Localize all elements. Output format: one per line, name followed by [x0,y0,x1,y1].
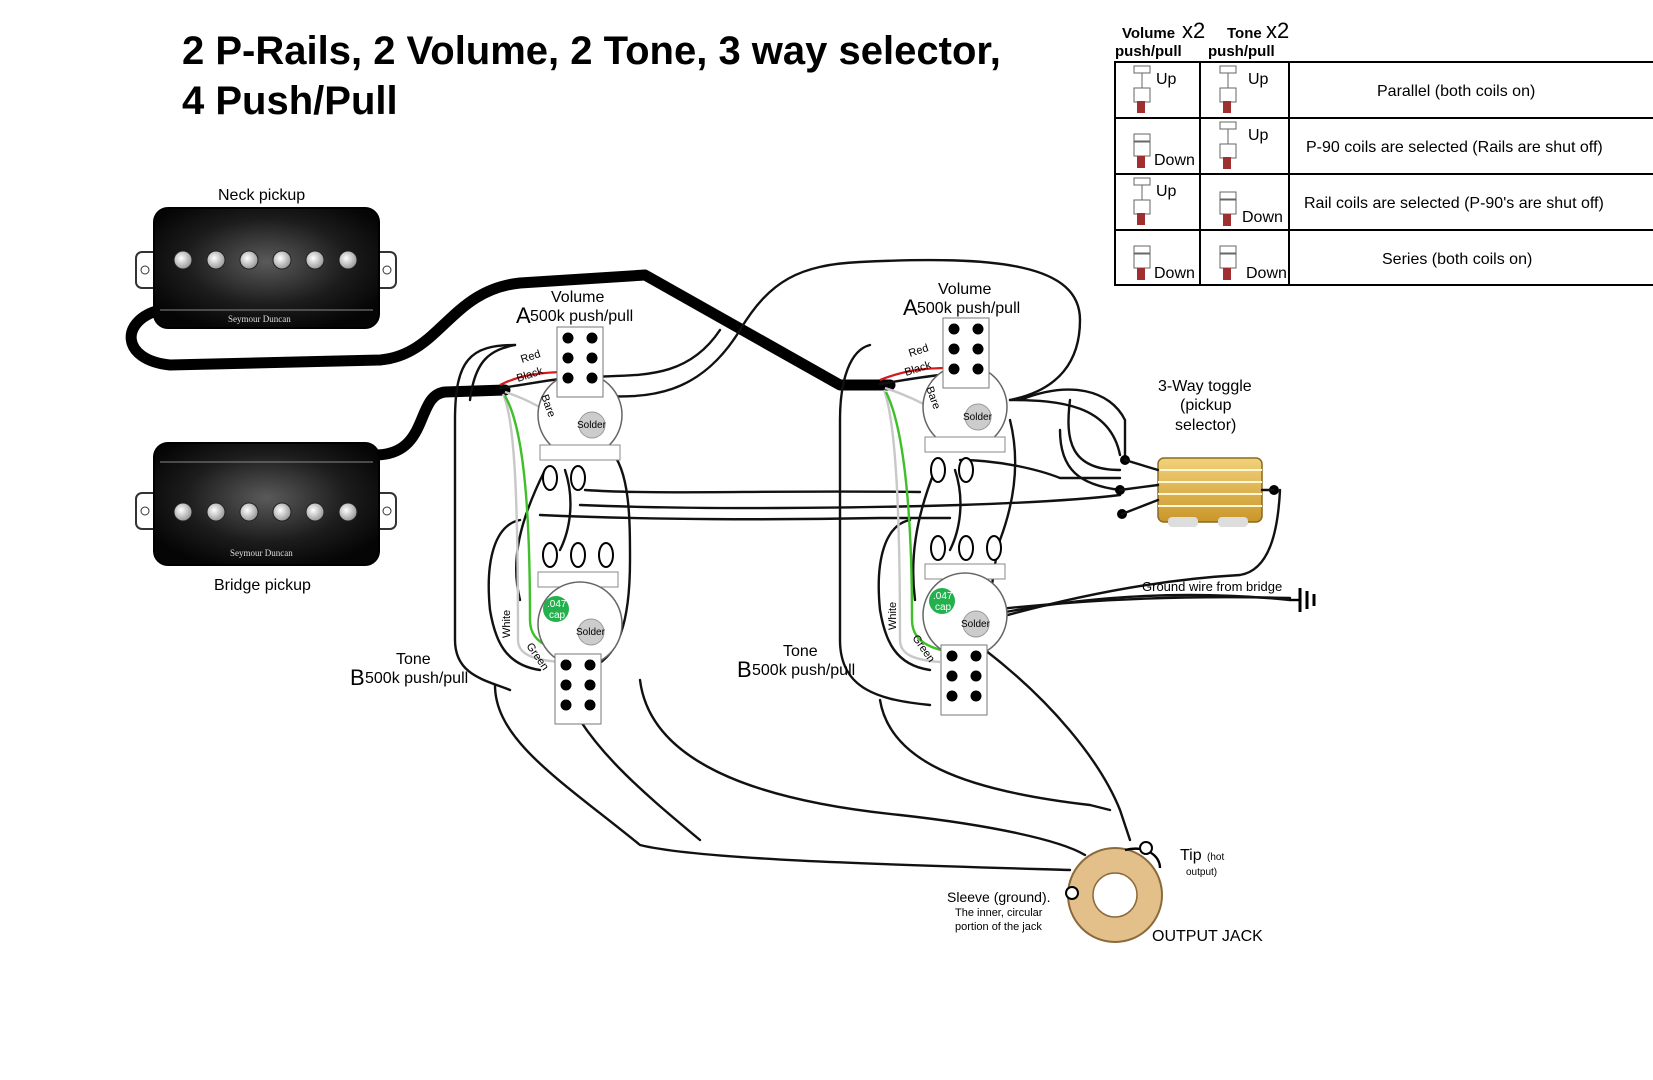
row2-result: P-90 coils are selected (Rails are shut … [1306,139,1603,156]
pot-down-icon [1219,191,1237,226]
tone-pot-right: .047 cap Solder White Green Tone B 500k … [737,535,1008,716]
row4-result: Series (both coils on) [1382,251,1532,268]
toggle-label-line2: (pickup [1180,397,1232,414]
row1-volume-state: Up [1156,71,1177,88]
tone-left-spec: 500k push/pull [365,670,468,687]
push-pull-table: Volume x2 push/pull Tone x2 push/pull Up [1114,18,1653,286]
three-way-toggle: 3-Way toggle (pickup selector) [1115,378,1279,527]
volume-left-solder-label: Solder [577,420,607,431]
table-head-volume-mult: x2 [1182,18,1205,43]
left-white-label: White [501,610,513,638]
row1-result: Parallel (both coils on) [1377,83,1535,100]
table-head-tone-sub: push/pull [1208,43,1275,60]
diagram-title-line2: 4 Push/Pull [182,79,398,123]
ground-wire-label: Ground wire from bridge [1142,579,1282,594]
tone-right-body [922,572,1008,658]
table-head-volume-sub: push/pull [1115,43,1182,60]
jack-tip-note1: (hot [1207,852,1224,863]
row3-result: Rail coils are selected (P-90's are shut… [1304,195,1604,212]
table-row: Down Down Series (both coils on) [1133,245,1532,282]
volume-left-title: Volume [551,289,604,306]
pot-up-icon [1133,65,1151,113]
tone-left-body [537,581,623,667]
tone-right-cap [929,588,955,614]
table-head-volume: Volume [1122,25,1175,42]
output-jack: Tip (hot output) Sleeve (ground). The in… [947,841,1263,945]
volume-right-spec: 500k push/pull [917,300,1020,317]
jack-sleeve-note2: portion of the jack [955,921,1042,933]
neck-pickup-label: Neck pickup [218,187,305,204]
bridge-pickup: Seymour Duncan Bridge pickup [135,442,397,594]
table-row: Up Up Parallel (both coils on) [1133,65,1535,113]
svg-text:cap: cap [549,610,566,621]
bridge-pole-pieces [173,502,358,522]
volume-right-taper: A [903,295,918,320]
bridge-ground: Ground wire from bridge [1142,579,1316,612]
tone-right-solder-label: Solder [961,619,991,630]
tone-left-cap [543,596,569,622]
svg-text:cap: cap [935,602,952,613]
row4-tone-state: Down [1246,265,1287,282]
row3-volume-state: Up [1156,183,1177,200]
toggle-body [1157,457,1263,523]
volume-left-taper: A [516,303,531,328]
jack-tip-note2: output) [1186,867,1217,878]
table-row: Up Down Rail coils are selected (P-90's … [1133,177,1604,226]
bridge-pickup-label: Bridge pickup [214,577,311,594]
volume-right-title: Volume [938,281,991,298]
tone-pot-left: .047 cap Solder White Green Tone B 500k … [350,542,623,725]
right-red-label: Red [907,342,930,360]
jack-tip-label: Tip [1180,847,1202,864]
jack-label: OUTPUT JACK [1152,928,1263,945]
neck-pickup-brand: Seymour Duncan [228,314,291,324]
tone-left-taper: B [350,665,365,690]
pot-down-icon [1133,133,1151,168]
svg-text:.047: .047 [933,591,953,602]
neck-pickup: Neck pickup Seymour Duncan [135,187,397,329]
jack-sleeve-label: Sleeve (ground). [947,889,1051,905]
pot-down-icon [1219,245,1237,280]
svg-text:.047: .047 [547,599,567,610]
bridge-pickup-brand: Seymour Duncan [230,548,293,558]
table-head-tone-mult: x2 [1266,18,1289,43]
table-head-tone: Tone [1227,25,1262,42]
pot-down-icon [1133,245,1151,280]
pot-up-icon [1219,65,1237,113]
row4-volume-state: Down [1154,265,1195,282]
row1-tone-state: Up [1248,71,1269,88]
tone-right-spec: 500k push/pull [752,662,855,679]
jack-sleeve-note1: The inner, circular [955,907,1043,919]
volume-pot-left: Volume A 500k push/pull Solder Red Black… [515,289,633,491]
tone-right-taper: B [737,657,752,682]
pot-up-icon [1133,177,1151,225]
toggle-label-line3: selector) [1175,417,1236,434]
volume-left-spec: 500k push/pull [530,308,633,325]
neck-pole-pieces [173,250,358,270]
tone-left-solder-label: Solder [576,627,606,638]
diagram-title-line1: 2 P-Rails, 2 Volume, 2 Tone, 3 way selec… [182,29,1001,73]
table-row: Down Up P-90 coils are selected (Rails a… [1133,121,1603,169]
row2-volume-state: Down [1154,152,1195,169]
left-red-label: Red [519,348,542,366]
tone-left-title: Tone [396,651,431,668]
volume-right-solder-label: Solder [963,412,993,423]
row3-tone-state: Down [1242,209,1283,226]
toggle-label-line1: 3-Way toggle [1158,378,1252,395]
tone-right-title: Tone [783,643,818,660]
volume-pot-right: Volume A 500k push/pull Solder Red Black… [903,281,1020,483]
row2-tone-state: Up [1248,127,1269,144]
right-white-label: White [887,602,899,630]
pot-up-icon [1219,121,1237,169]
